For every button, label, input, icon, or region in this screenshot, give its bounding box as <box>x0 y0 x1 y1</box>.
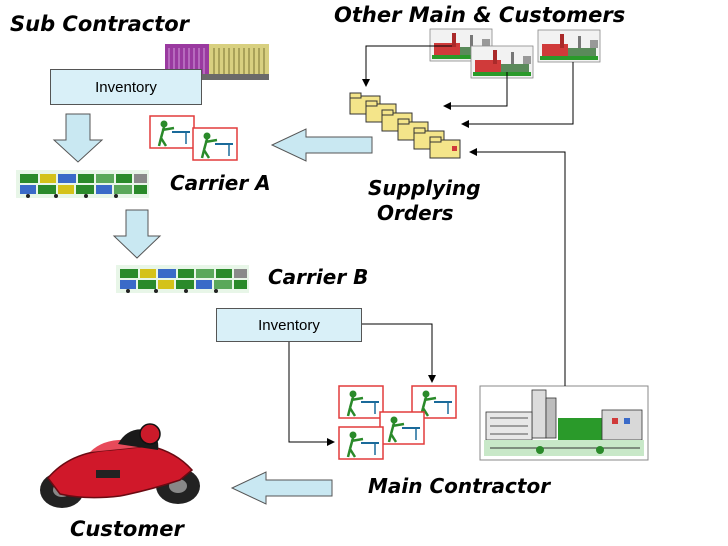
carrier-b-label: Carrier B <box>268 265 369 289</box>
carrier-a-trucks-icon <box>16 170 149 198</box>
inventory-box-top: Inventory <box>50 69 202 105</box>
sub-contractor-label: Sub Contractor <box>10 12 190 36</box>
carrier-a-label: Carrier A <box>170 171 271 195</box>
other-main-customers-label: Other Main & Customers <box>334 3 626 27</box>
supplying-label: Supplying <box>368 176 481 200</box>
orders-label: Orders <box>377 201 454 225</box>
main-contractor-factory-icon <box>479 385 649 461</box>
motorcycle-icon <box>40 423 200 508</box>
carrier-a-workers-icon <box>148 114 239 162</box>
down-arrow-1 <box>52 113 104 163</box>
warehouse-icon <box>165 44 269 80</box>
order-flow-lines <box>362 45 574 386</box>
inventory-box-middle: Inventory <box>216 308 362 342</box>
carrier-b-trucks-icon <box>116 265 249 293</box>
inventory-flow-lines <box>288 323 436 446</box>
main-contractor-label: Main Contractor <box>368 474 551 498</box>
other-main-factories-icon <box>429 28 601 79</box>
down-arrow-2 <box>112 209 162 259</box>
customer-label: Customer <box>70 517 184 541</box>
main-contractor-workers-icon <box>337 384 458 461</box>
left-arrow-customer <box>230 471 333 505</box>
left-arrow-orders <box>270 128 373 162</box>
